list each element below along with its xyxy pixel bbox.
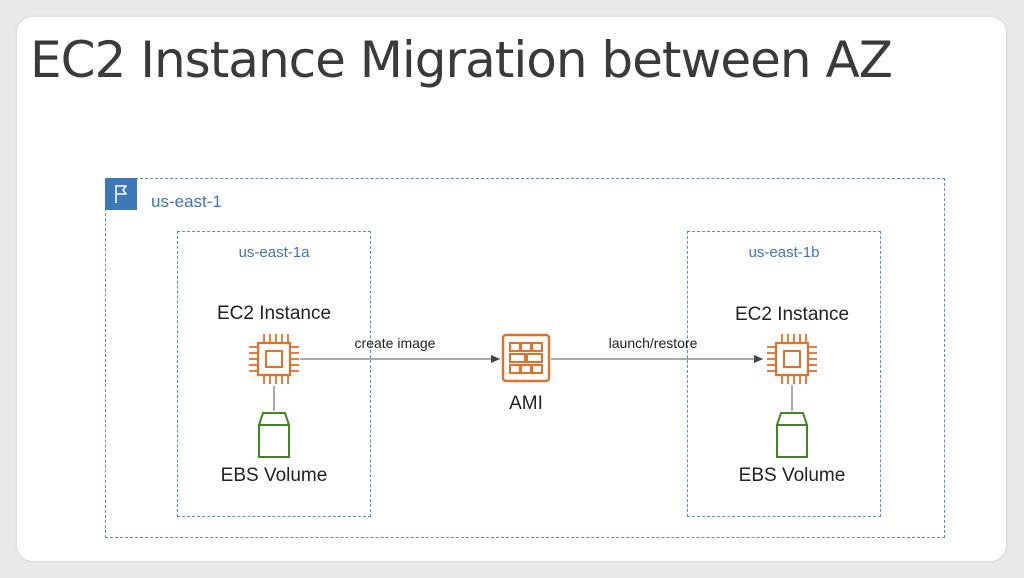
az-label-us-east-1b: us-east-1b bbox=[748, 244, 820, 261]
ebs-volume-icon bbox=[257, 412, 291, 458]
az-group-us-east-1a bbox=[177, 231, 371, 517]
slide-title: EC2 Instance Migration between AZ bbox=[30, 31, 893, 89]
region-group bbox=[105, 178, 945, 538]
ami-icon bbox=[501, 333, 551, 383]
ebs-volume-label-b: EBS Volume bbox=[738, 465, 846, 486]
ebs-volume-label-a: EBS Volume bbox=[220, 465, 328, 486]
ec2-instance-label-b: EC2 Instance bbox=[734, 304, 850, 325]
ami-label: AMI bbox=[509, 393, 543, 414]
ebs-volume-icon bbox=[775, 412, 809, 458]
region-label: us-east-1 bbox=[151, 192, 222, 211]
region-flag-icon bbox=[105, 178, 137, 210]
launch-restore-label: launch/restore bbox=[608, 335, 698, 351]
az-group-us-east-1b bbox=[687, 231, 881, 517]
ec2-chip-icon bbox=[249, 334, 299, 384]
create-image-label: create image bbox=[354, 335, 436, 351]
az-label-us-east-1a: us-east-1a bbox=[238, 244, 310, 261]
ec2-instance-label-a: EC2 Instance bbox=[216, 303, 332, 324]
ec2-chip-icon bbox=[767, 334, 817, 384]
slide-card bbox=[17, 17, 1006, 561]
